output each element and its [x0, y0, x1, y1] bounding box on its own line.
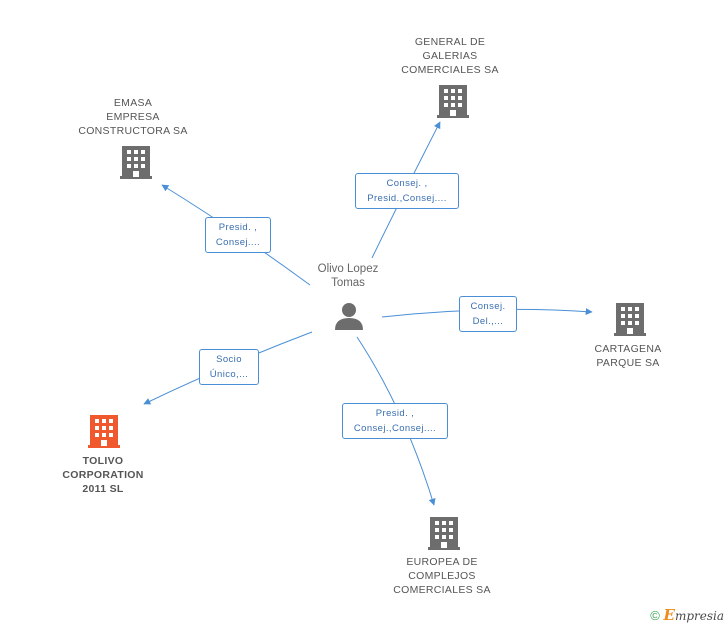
copyright-icon: © — [650, 608, 660, 623]
footer-brand: © Empresia — [650, 606, 724, 624]
company-name-emasa[interactable]: EMASA EMPRESA CONSTRUCTORA SA — [78, 97, 188, 137]
company-name-cartagena[interactable]: CARTAGENA PARQUE SA — [594, 343, 662, 369]
edge-label-tolivo[interactable]: Socio Único,... — [199, 349, 259, 385]
edge-label-galerias[interactable]: Consej. , Presid.,Consej.... — [355, 173, 459, 209]
building-icon[interactable] — [120, 146, 152, 179]
edge-label-cartagena[interactable]: Consej. Del.,... — [459, 296, 517, 332]
building-icon[interactable] — [428, 517, 460, 550]
empresia-logo: Empresia — [663, 606, 725, 624]
person-name[interactable]: Olivo Lopez Tomas — [317, 263, 379, 289]
person-icon[interactable] — [335, 303, 363, 330]
building-icon[interactable] — [614, 303, 646, 336]
edge-label-emasa[interactable]: Presid. , Consej.... — [205, 217, 271, 253]
edge-label-europea[interactable]: Presid. , Consej.,Consej.... — [342, 403, 448, 439]
building-icon[interactable] — [88, 415, 120, 448]
company-name-tolivo[interactable]: TOLIVO CORPORATION 2011 SL — [62, 455, 144, 495]
building-icon[interactable] — [437, 85, 469, 118]
company-name-galerias[interactable]: GENERAL DE GALERIAS COMERCIALES SA — [401, 36, 499, 76]
company-name-europea[interactable]: EUROPEA DE COMPLEJOS COMERCIALES SA — [393, 556, 491, 596]
